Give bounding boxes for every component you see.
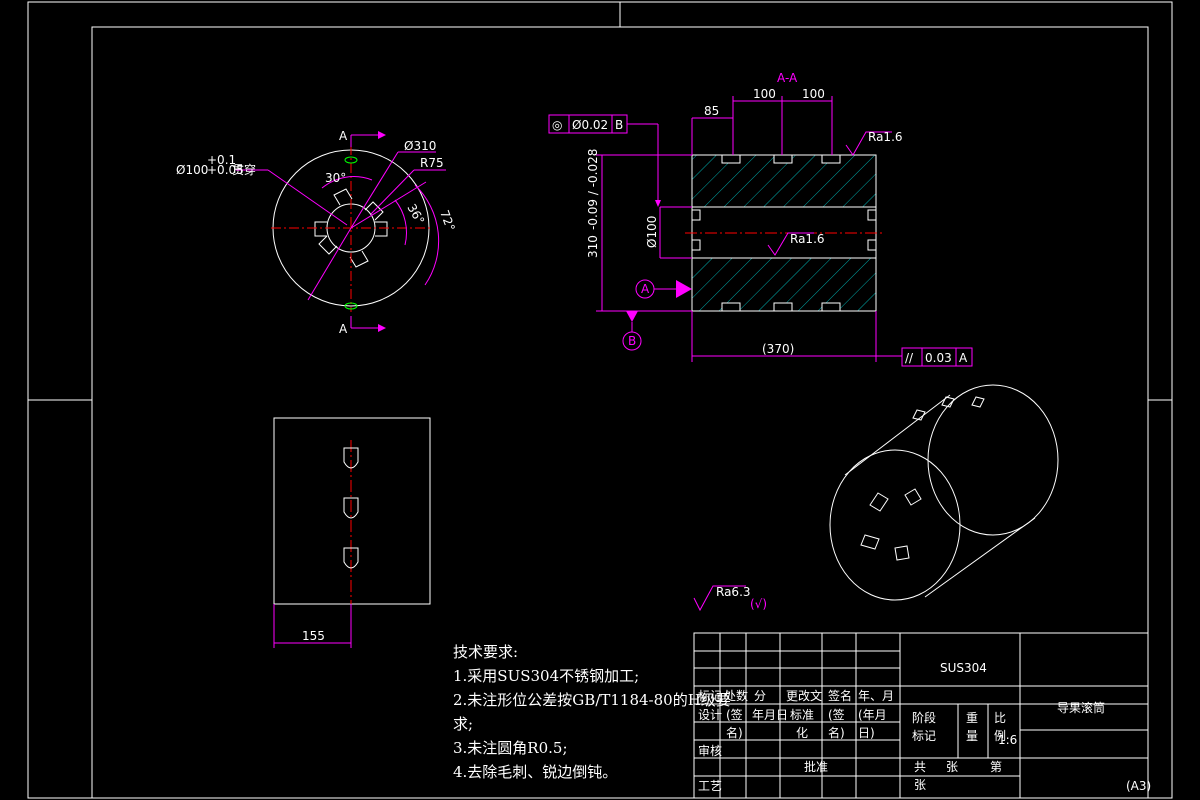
tb-weight: 重 xyxy=(966,711,978,725)
material: SUS304 xyxy=(940,661,987,675)
roughness-top: Ra1.6 xyxy=(868,130,903,144)
title-block xyxy=(693,632,1149,799)
general-roughness-value: Ra6.3 xyxy=(716,585,751,599)
tb-day: 日) xyxy=(858,726,875,740)
dim-155: 155 xyxy=(302,629,325,643)
section-letter-bottom: A xyxy=(339,322,348,336)
outer-height-tol: -0.09 / -0.028 xyxy=(586,149,600,230)
tb-sheets: 张 xyxy=(946,760,958,774)
tb-weight2: 量 xyxy=(966,729,978,743)
tb-ratio: 比 xyxy=(994,711,1006,725)
sheet-format: (A3) xyxy=(1126,779,1151,793)
tb-hua: 化 xyxy=(796,726,808,740)
tb-design: 设计 xyxy=(698,708,722,722)
length-dim: (370) xyxy=(762,342,794,356)
tb-ratio2: 例 xyxy=(994,729,1006,743)
iso-view xyxy=(829,384,1059,601)
bore-dim-section: Ø100 xyxy=(645,216,659,248)
tb-date: 年、月 xyxy=(858,689,894,703)
section-letter-top: A xyxy=(339,129,348,143)
tb-review: 审核 xyxy=(698,743,722,758)
note-item-2: 2.未注形位公差按GB/T1184-80的H级要 xyxy=(453,691,731,709)
bore-dim-main: Ø100 xyxy=(176,163,208,177)
tb-change: 更改文 xyxy=(786,688,822,703)
dim-85: 85 xyxy=(704,104,719,118)
technical-notes: 技术要求: 1.采用SUS304不锈钢加工; 2.未注形位公差按GB/T1184… xyxy=(453,640,731,784)
tb-page: 第 xyxy=(990,760,1002,774)
tb-approve: 批准 xyxy=(804,759,828,774)
concentricity-value: Ø0.02 xyxy=(572,118,608,132)
bore-tol-upper: +0.1 xyxy=(207,153,236,167)
tb-sign1: (签 xyxy=(726,707,743,722)
bore-tol-lower: +0.05 xyxy=(207,163,244,177)
concentricity-symbol: ◎ xyxy=(552,118,562,132)
tb-count: 处数 xyxy=(724,688,748,703)
tb-sign2: (签 xyxy=(828,707,845,722)
tb-scale: 1:6 xyxy=(998,733,1017,747)
tb-page2: 张 xyxy=(914,778,926,792)
general-roughness: Ra6.3 (√) xyxy=(693,585,767,612)
tb-zone: 分 xyxy=(754,689,766,703)
datum-a: A xyxy=(641,282,650,296)
front-view: A A Ø100 +0.1 +0.05 贯穿 Ø310 R75 30° 36° … xyxy=(176,129,458,336)
tb-name2: 名) xyxy=(828,725,845,740)
parallel-symbol: // xyxy=(905,351,914,365)
general-roughness-suffix: (√) xyxy=(750,597,767,611)
outer-height-main: 310 xyxy=(586,235,600,258)
roughness-mid: Ra1.6 xyxy=(790,232,825,246)
angle-72-label: 72° xyxy=(437,208,457,233)
tb-standard: 标准 xyxy=(790,708,814,722)
angle-30-label: 30° xyxy=(325,171,346,185)
note-item-1: 1.采用SUS304不锈钢加工; xyxy=(453,667,640,685)
note-item-3: 3.未注圆角R0.5; xyxy=(453,739,568,757)
radius-label: R75 xyxy=(420,156,444,170)
tb-stage: 阶段 xyxy=(912,710,936,725)
outer-dia-label: Ø310 xyxy=(404,139,436,153)
tb-process: 工艺 xyxy=(698,779,722,793)
notes-title: 技术要求: xyxy=(453,643,519,661)
tb-total: 共 xyxy=(914,760,926,774)
tb-mark: 标记 xyxy=(698,689,722,703)
section-title: A-A xyxy=(777,71,798,85)
note-item-4: 4.去除毛刺、锐边倒钝。 xyxy=(453,763,618,781)
dim-100a: 100 xyxy=(753,87,776,101)
section-view: A-A 85 100 100 Ra1.6 Ra1.6 ◎ Ø0.02 B xyxy=(548,71,973,367)
datum-b: B xyxy=(628,334,636,348)
bore-suffix: 贯穿 xyxy=(232,162,256,177)
tb-mark2: 标记 xyxy=(912,729,936,743)
tb-sign: 签名 xyxy=(828,688,852,703)
tb-name1: 名) xyxy=(726,725,743,740)
tb-ym: (年月 xyxy=(858,708,887,722)
side-view: 155 xyxy=(273,417,431,648)
part-name: 导果滚筒 xyxy=(1057,700,1105,715)
concentricity-datum: B xyxy=(615,118,623,132)
parallel-datum: A xyxy=(959,351,968,365)
parallel-value: 0.03 xyxy=(925,351,952,365)
angle-36-label: 36° xyxy=(404,202,427,227)
drawing-frame xyxy=(91,26,1149,799)
dim-100b: 100 xyxy=(802,87,825,101)
tb-ymd: 年月日 xyxy=(752,708,788,722)
note-item-2b: 求; xyxy=(453,715,474,733)
